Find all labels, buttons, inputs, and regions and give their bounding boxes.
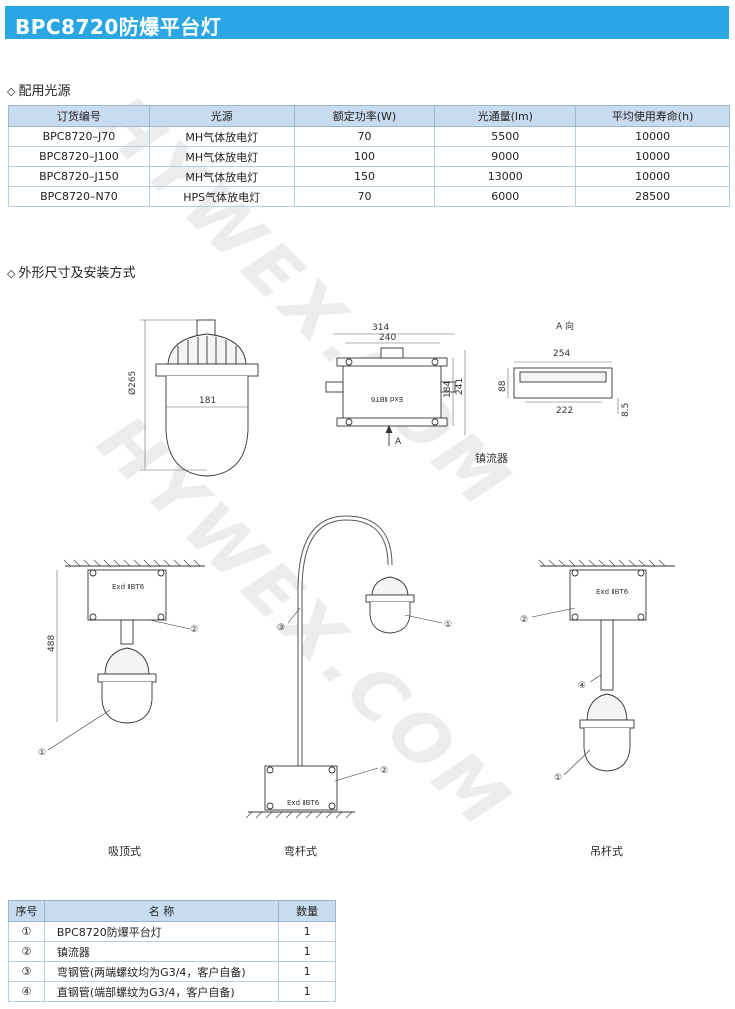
table-cell: 1 (278, 961, 336, 982)
table-cell: 9000 (434, 146, 577, 167)
caption-bent: 弯杆式 (284, 845, 317, 858)
bent-callout-1: ① (444, 620, 452, 630)
table-cell: BPC8720防爆平台灯 (43, 921, 280, 942)
table-cell: 10000 (575, 146, 730, 167)
lamp-table: 订货编号 光源 额定功率(W) 光通量(lm) 平均使用寿命(h) BPC872… (8, 105, 730, 207)
diamond-marker: ◇ (7, 267, 16, 280)
ceiling-mount: Exd ⅡBT6 488 ② ① (38, 559, 205, 758)
section-dimensions-label: 外形尺寸及安装方式 (18, 266, 136, 281)
lamp-table-header-cell: 光源 (148, 105, 295, 127)
table-row: BPC8720–J70 MH气体放电灯 70 5500 10000 (8, 126, 730, 147)
caption-pendant: 吊杆式 (590, 845, 623, 858)
table-cell: ② (8, 941, 45, 962)
ballast-view: 314 240 Exd ⅡBT6 184 241 A 镇流器 (325, 323, 508, 465)
table-row: BPC8720–J100 MH气体放电灯 100 9000 10000 (8, 146, 730, 167)
ceiling-dim-488: 488 (47, 635, 57, 652)
table-cell: 10000 (575, 126, 730, 147)
table-cell: 28500 (575, 186, 730, 207)
table-row: BPC8720–J150 MH气体放电灯 150 13000 10000 (8, 166, 730, 187)
table-cell: ③ (8, 961, 45, 982)
lamp-table-header-cell: 额定功率(W) (293, 105, 436, 127)
ballast-dim-241: 241 (455, 378, 465, 395)
table-cell: 100 (293, 146, 436, 167)
lamp-front-view: Ø265 181 (127, 319, 259, 477)
table-cell: MH气体放电灯 (148, 146, 295, 167)
ballast-dim-314: 314 (372, 323, 389, 333)
bent-box-text: Exd ⅡBT6 (287, 799, 320, 807)
table-cell: 10000 (575, 166, 730, 187)
ballast-dim-184: 184 (443, 381, 453, 398)
a-view: A 向 254 222 88 8.5 (498, 320, 631, 417)
section-light-source-label: 配用光源 (18, 84, 71, 99)
parts-table-header-cell: 名 称 (43, 900, 280, 922)
lamp-width-dim: 181 (199, 396, 216, 406)
table-cell: 1 (278, 941, 336, 962)
caption-ceiling: 吸顶式 (108, 845, 141, 858)
table-cell: 1 (278, 981, 336, 1002)
table-cell: BPC8720–J70 (8, 126, 150, 147)
table-row: ① BPC8720防爆平台灯 1 (8, 921, 336, 942)
a-view-dim-85: 8.5 (621, 403, 631, 417)
section-light-source: ◇配用光源 (7, 80, 70, 99)
technical-drawing: Ø265 181 314 240 Exd ⅡBT6 184 241 A 镇流器 … (38, 319, 675, 819)
table-row: BPC8720–N70 HPS气体放电灯 70 6000 28500 (8, 186, 730, 207)
a-view-dim-88: 88 (498, 380, 508, 392)
ballast-dim-240: 240 (379, 333, 396, 343)
ceiling-callout-1: ① (38, 748, 46, 758)
lamp-table-header-cell: 光通量(lm) (434, 105, 577, 127)
pendant-callout-4: ④ (578, 681, 586, 691)
table-cell: 1 (278, 921, 336, 942)
lamp-table-header: 订货编号 光源 额定功率(W) 光通量(lm) 平均使用寿命(h) (8, 105, 730, 127)
parts-table: 序号 名 称 数量 ① BPC8720防爆平台灯 1 ② 镇流器 1 ③ 弯钢管… (8, 900, 336, 1002)
lamp-table-header-cell: 平均使用寿命(h) (575, 105, 730, 127)
parts-table-header-cell: 序号 (8, 900, 45, 922)
table-cell: 直钢管(端部螺纹为G3/4，客户自备) (43, 981, 280, 1002)
table-cell: HPS气体放电灯 (148, 186, 295, 207)
diamond-marker: ◇ (7, 85, 16, 98)
table-cell: MH气体放电灯 (148, 126, 295, 147)
table-cell: 70 (293, 126, 436, 147)
ceiling-callout-2: ② (190, 625, 198, 635)
parts-table-header: 序号 名 称 数量 (8, 900, 336, 922)
table-cell: ④ (8, 981, 45, 1002)
title-bar: BPC8720防爆平台灯 (5, 6, 729, 39)
ceiling-box-text: Exd ⅡBT6 (112, 583, 145, 591)
lamp-table-header-cell: 订货编号 (8, 105, 150, 127)
a-view-label: A 向 (556, 320, 574, 332)
table-cell: 镇流器 (43, 941, 280, 962)
table-cell: 6000 (434, 186, 577, 207)
bent-pole-mount: Exd ⅡBT6 ③ ① ② (245, 515, 452, 819)
view-arrow-label: A (395, 437, 402, 447)
table-cell: MH气体放电灯 (148, 166, 295, 187)
table-cell: 弯钢管(两端螺纹均为G3/4，客户自备) (43, 961, 280, 982)
lamp-dia-dim: Ø265 (127, 371, 138, 395)
a-view-dim-222: 222 (556, 406, 573, 416)
bent-callout-2: ② (380, 766, 388, 776)
page-title: BPC8720防爆平台灯 (15, 15, 222, 39)
parts-table-header-cell: 数量 (278, 900, 336, 922)
table-row: ② 镇流器 1 (8, 941, 336, 962)
table-row: ④ 直钢管(端部螺纹为G3/4，客户自备) 1 (8, 981, 336, 1002)
a-view-dim-254: 254 (553, 349, 570, 359)
table-row: ③ 弯钢管(两端螺纹均为G3/4，客户自备) 1 (8, 961, 336, 982)
table-cell: ① (8, 921, 45, 942)
ballast-label: 镇流器 (475, 451, 508, 465)
pendant-callout-1: ① (554, 773, 562, 783)
table-cell: 13000 (434, 166, 577, 187)
table-cell: 70 (293, 186, 436, 207)
pendant-mount: Exd ⅡBT6 ② ④ ① (520, 559, 675, 783)
ballast-box-text: Exd ⅡBT6 (370, 395, 403, 403)
table-cell: BPC8720–N70 (8, 186, 150, 207)
table-cell: BPC8720–J100 (8, 146, 150, 167)
bent-callout-3: ③ (277, 623, 285, 633)
table-cell: 150 (293, 166, 436, 187)
table-cell: 5500 (434, 126, 577, 147)
section-dimensions: ◇外形尺寸及安装方式 (7, 262, 135, 281)
table-cell: BPC8720–J150 (8, 166, 150, 187)
pendant-callout-2: ② (520, 615, 528, 625)
pendant-box-text: Exd ⅡBT6 (596, 588, 629, 596)
